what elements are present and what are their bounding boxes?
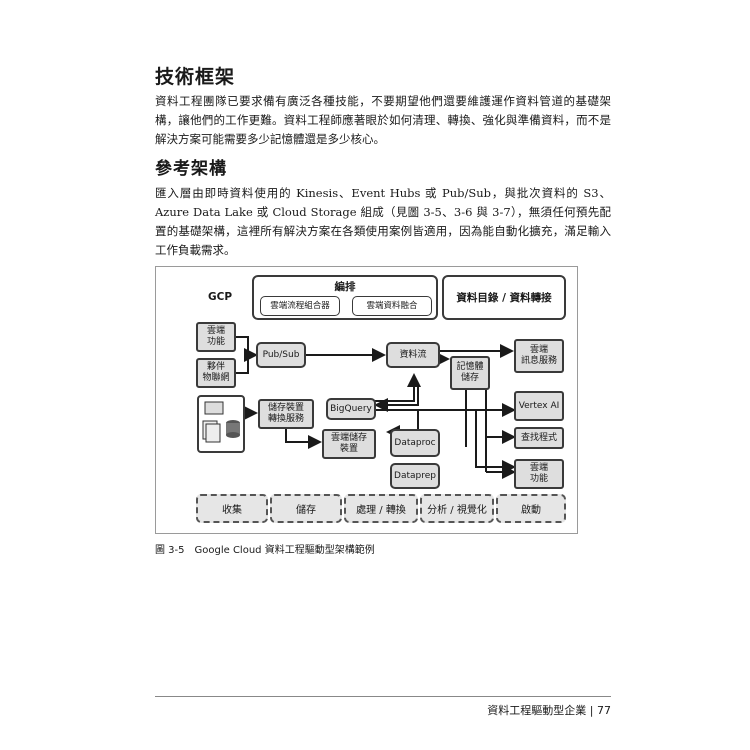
paragraph-tech-framework: 資料工程團隊已要求備有廣泛各種技能，不要期望他們還要維護運作資料管道的基礎架構，…	[155, 94, 611, 146]
dataprep-box: Dataprep	[390, 463, 440, 489]
orchestration-label: 編排	[334, 281, 356, 293]
diagram-arrows	[235, 336, 516, 479]
stage-collect: 收集	[196, 494, 268, 523]
dataflow-box: 資料流	[386, 342, 440, 368]
stage-analyze: 分析 / 視覺化	[420, 494, 494, 523]
paragraph-reference-architecture: 匯入層由即時資料使用的 Kinesis、Event Hubs 或 Pub/Sub…	[155, 186, 611, 257]
pubsub-box: Pub/Sub	[256, 342, 306, 368]
dataproc-box: Dataproc	[390, 429, 440, 457]
section-heading-tech-framework: 技術框架	[155, 66, 236, 88]
data-fusion-box: 雲端資料融合	[352, 296, 432, 316]
memorystore-box: 記憶體 儲存	[450, 356, 490, 390]
page-footer: 資料工程驅動型企業 | 77	[487, 704, 611, 717]
cloud-functions-source-box: 雲端 功能	[196, 322, 236, 352]
stage-activate: 啟動	[496, 494, 566, 523]
vertex-ai-box: Vertex AI	[514, 391, 564, 421]
cloud-messaging-box: 雲端 訊息服務	[514, 339, 564, 373]
stage-process: 處理 / 轉換	[344, 494, 418, 523]
orchestration-group: 編排 雲端流程組合器 雲端資料融合	[252, 275, 438, 320]
bigquery-box: BigQuery	[326, 398, 376, 420]
footer-divider	[155, 696, 611, 697]
cloud-storage-box: 雲端儲存 裝置	[322, 429, 376, 459]
storage-files-icon	[202, 401, 240, 443]
data-catalog-box: 資料目錄 / 資料轉接	[442, 275, 566, 320]
cloud-functions-output-box: 雲端 功能	[514, 459, 564, 489]
architecture-diagram: GCP 編排 雲端流程組合器 雲端資料融合 資料目錄 / 資料轉接 雲端 功能 …	[155, 266, 578, 534]
gcp-label: GCP	[208, 291, 233, 303]
cloud-composer-box: 雲端流程組合器	[260, 296, 340, 316]
figure-caption: 圖 3-5 Google Cloud 資料工程驅動型架構範例	[155, 545, 375, 556]
files-icon	[197, 395, 245, 453]
lookup-box: 查找程式	[514, 427, 564, 449]
section-heading-reference-architecture: 參考架構	[155, 159, 227, 179]
iot-source-box: 夥伴 物聯網	[196, 358, 236, 388]
stage-store: 儲存	[270, 494, 342, 523]
storage-transfer-box: 儲存裝置 轉換服務	[258, 399, 314, 429]
